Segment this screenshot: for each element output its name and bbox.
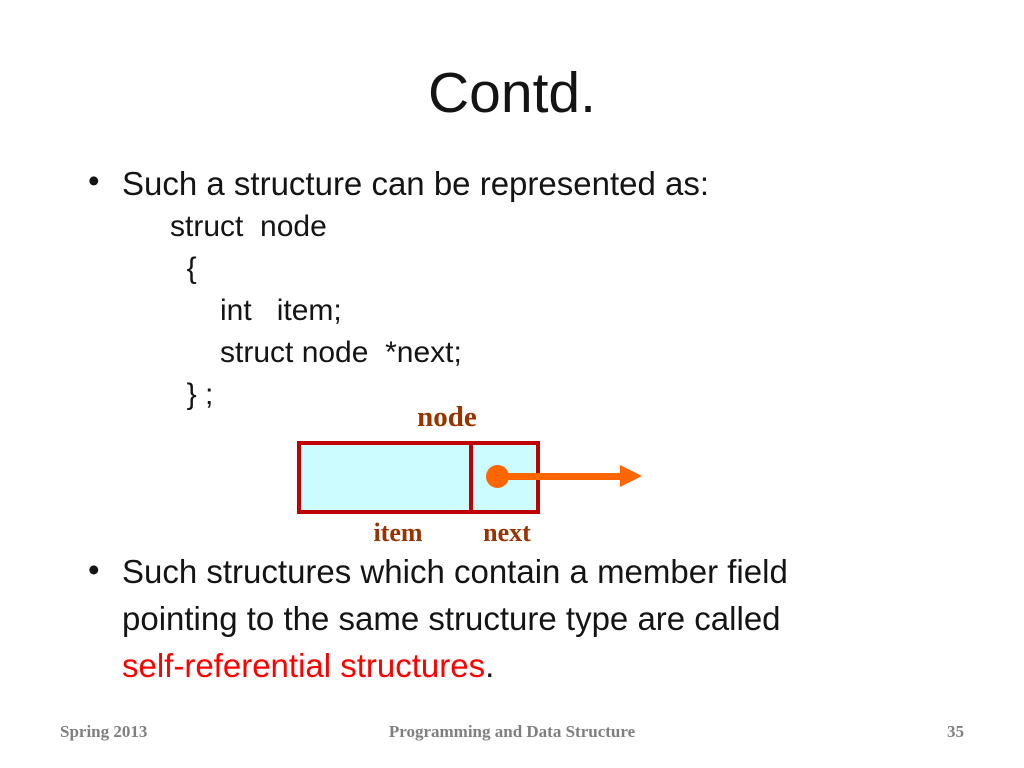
slide-footer: Spring 2013 Programming and Data Structu… [0, 722, 1024, 742]
bullet2-text: Such structures which contain a member f… [122, 548, 788, 689]
pointer-arrow-line [497, 473, 623, 480]
slide-title: Contd. [428, 61, 596, 125]
code-block: struct node { int item; struct node *nex… [170, 206, 462, 416]
footer-course-title: Programming and Data Structure [388, 722, 636, 741]
next-field-label: next [483, 518, 531, 547]
code-line: struct node *next; [170, 336, 462, 369]
bullet2-line2: pointing to the same structure type are … [122, 600, 781, 637]
bullet1-text: Such a structure can be represented as: [122, 165, 710, 202]
bullet1-marker: • [88, 162, 100, 199]
bullet2-marker: • [88, 551, 100, 588]
bullet2-line1: Such structures which contain a member f… [122, 553, 788, 590]
bullet2-period: . [485, 647, 495, 684]
node-struct-label: node [417, 401, 477, 433]
footer-page-number: 35 [947, 722, 964, 741]
item-field-label: item [373, 518, 423, 547]
code-line: int item; [170, 294, 342, 327]
code-line: struct node [170, 210, 327, 243]
bullet2-red-term: self-referential structures [122, 647, 486, 684]
code-line: } ; [170, 378, 214, 411]
field-divider [469, 445, 473, 510]
bullet2-line3: self-referential structures. [122, 642, 788, 689]
footer-semester: Spring 2013 [60, 722, 148, 741]
pointer-arrow-head-icon [620, 465, 642, 487]
code-line: { [170, 252, 197, 285]
